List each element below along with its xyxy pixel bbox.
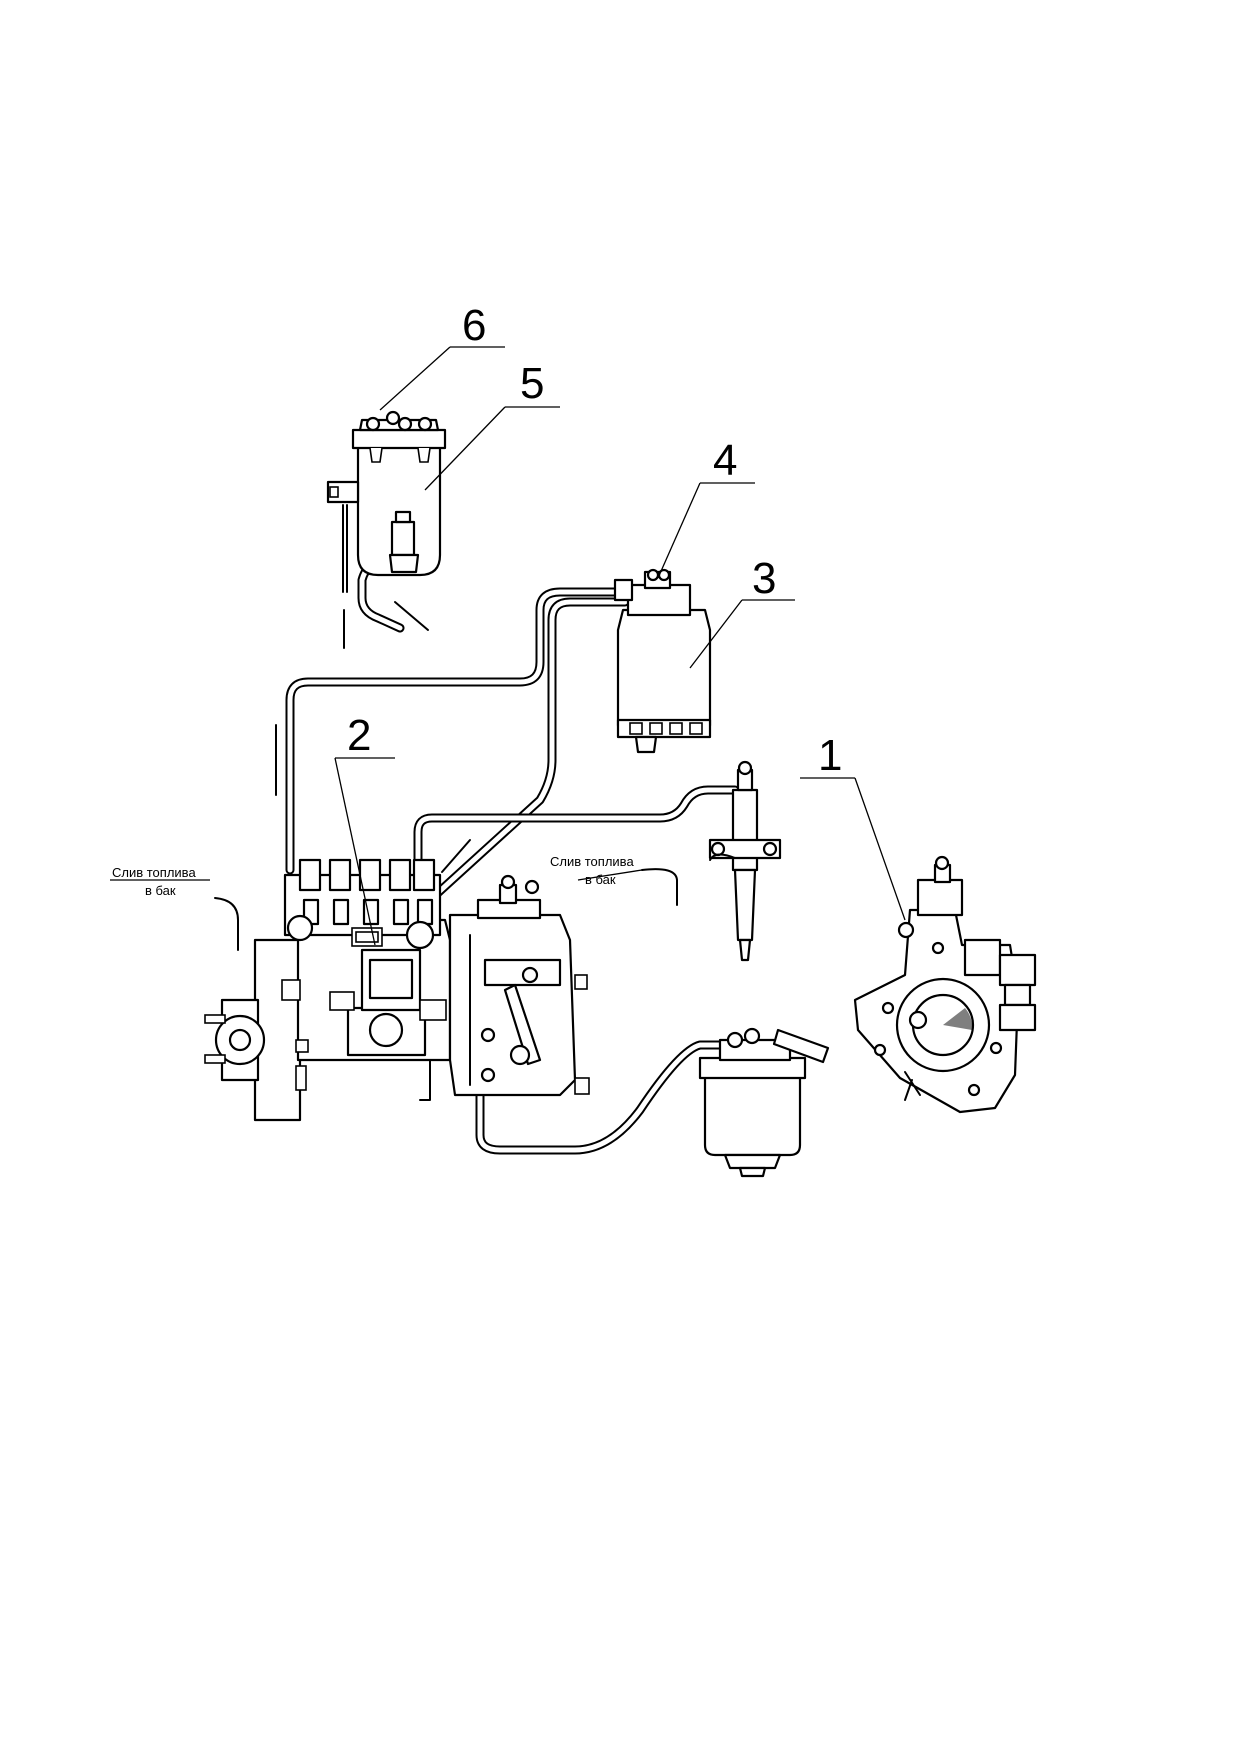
- callout-5: 5: [520, 359, 544, 408]
- drain-note-right-line2: в бак: [585, 872, 616, 887]
- callout-3: 3: [752, 554, 776, 603]
- coarse-filter: [698, 1027, 830, 1178]
- pump-side-view: [853, 855, 1037, 1114]
- callout-4: 4: [713, 436, 737, 485]
- callout-1: 1: [818, 731, 842, 780]
- callout-6: 6: [462, 301, 486, 350]
- filter-5-assembly: [326, 410, 447, 577]
- flow-arrows: [214, 601, 678, 951]
- drain-notes: Слив топлива в бак Слив топлива в бак: [112, 854, 634, 898]
- callout-labels: 1 2 3 4 5 6: [347, 301, 842, 780]
- drain-note-left-line1: Слив топлива: [112, 865, 196, 880]
- governor: [448, 874, 590, 1097]
- injector: [708, 760, 782, 962]
- callout-2: 2: [347, 711, 371, 760]
- filter-3-assembly: [613, 568, 712, 754]
- leader-lines: [110, 346, 906, 946]
- injection-pump: [204, 858, 452, 1122]
- drain-note-left-line2: в бак: [145, 883, 176, 898]
- drain-note-right-line1: Слив топлива: [550, 854, 634, 869]
